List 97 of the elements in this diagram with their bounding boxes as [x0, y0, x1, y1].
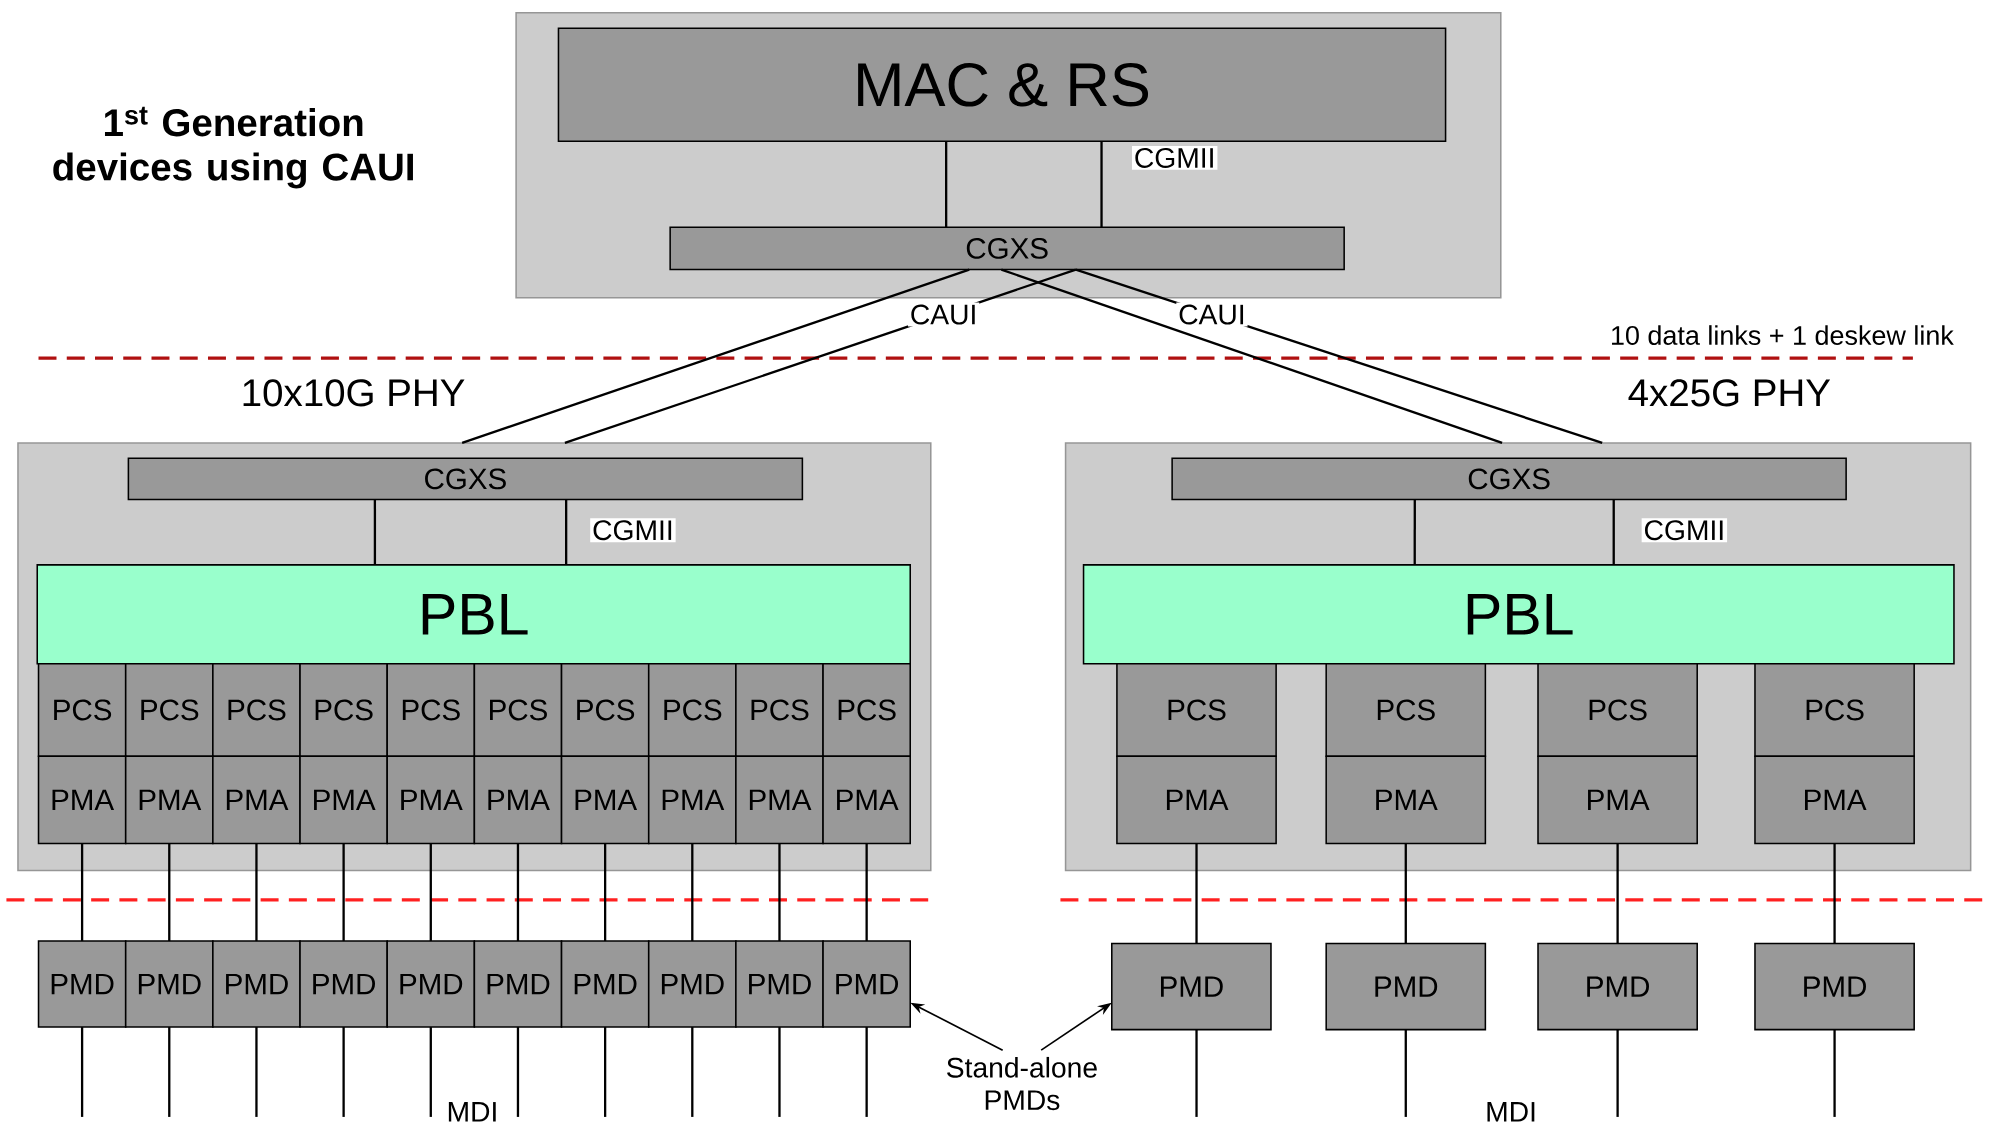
sublayer-box: PCS — [473, 662, 563, 757]
connector-line — [255, 843, 258, 941]
sublayer-box: PCS — [1537, 662, 1698, 757]
connector-line — [865, 1026, 868, 1117]
sublayer-box: PMA — [1537, 755, 1698, 845]
connector-line — [691, 1026, 694, 1117]
sublayer-box: PMA — [124, 755, 214, 845]
edge-label: CAUI — [1176, 302, 1248, 327]
connector-line — [1195, 1029, 1198, 1117]
sublayer-box: PCS — [1754, 662, 1915, 757]
connector-line — [1195, 843, 1198, 944]
connector-line — [603, 1026, 607, 1117]
sublayer-box: PCS — [647, 662, 737, 757]
sublayer-box: PMA — [37, 755, 127, 845]
layer-box: PBL — [1082, 564, 1955, 665]
sublayer-box: PMD — [647, 940, 737, 1028]
connector-line — [1612, 499, 1615, 565]
sublayer-box: PMA — [1754, 755, 1915, 845]
sublayer-box: PMD — [735, 940, 824, 1028]
annotation-text: Stand-alone PMDs — [947, 1056, 1097, 1111]
sublayer-box: PMA — [560, 755, 650, 845]
sublayer-box: PMD — [822, 940, 911, 1028]
sublayer-box: PMD — [386, 940, 476, 1028]
connector-line — [1404, 843, 1407, 944]
sublayer-box: PCS — [822, 662, 911, 757]
connector-line — [255, 1026, 258, 1117]
sublayer-box: PMD — [560, 940, 650, 1028]
connector-line — [944, 141, 948, 228]
edge-label: CGMII — [1641, 518, 1728, 543]
connector-line — [1833, 1029, 1836, 1117]
sublayer-box: PMA — [822, 755, 911, 845]
connector-line — [168, 843, 171, 941]
layer-bar: CGXS — [127, 457, 804, 501]
connector-line — [80, 843, 84, 941]
connector-line — [1616, 843, 1619, 944]
sublayer-box: PMD — [473, 940, 563, 1028]
sublayer-box: PMA — [386, 755, 476, 845]
connector-line — [1001, 268, 1503, 444]
connector-line — [373, 499, 377, 565]
sublayer-box: PMD — [124, 940, 214, 1028]
sublayer-box: PCS — [299, 662, 388, 757]
connector-line — [461, 268, 970, 444]
connector-line — [516, 1026, 520, 1117]
sublayer-box: PMA — [1116, 755, 1277, 845]
connector-line — [1833, 843, 1836, 944]
connector-line — [1100, 141, 1103, 228]
sublayer-box: PMD — [212, 940, 301, 1028]
sublayer-box: PCS — [386, 662, 476, 757]
layer-bar: CGXS — [669, 226, 1345, 271]
sublayer-box: PCS — [1325, 662, 1487, 757]
sublayer-box: PCS — [124, 662, 214, 757]
sublayer-box: PMD — [1537, 942, 1698, 1031]
connector-line — [603, 843, 607, 941]
connector-line — [168, 1026, 171, 1117]
connector-line — [516, 843, 520, 941]
sublayer-box: PMD — [299, 940, 388, 1028]
layer-box: PBL — [36, 564, 911, 665]
connector-line — [80, 1026, 84, 1117]
connector-line — [691, 843, 694, 941]
sublayer-box: PMA — [735, 755, 824, 845]
connector-line — [778, 1026, 781, 1117]
note-text: MDI — [1483, 1100, 1539, 1124]
sublayer-box: PMD — [37, 940, 127, 1028]
sublayer-box: PMA — [647, 755, 737, 845]
sublayer-box: PMD — [1111, 942, 1272, 1031]
sublayer-box: PCS — [560, 662, 650, 757]
note-text: 10 data links + 1 deskew link — [1608, 323, 1956, 347]
layer-bar: CGXS — [1171, 457, 1847, 501]
connector-line — [1616, 1029, 1619, 1117]
connector-line — [565, 499, 568, 565]
sublayer-box: PMD — [1754, 942, 1915, 1031]
sublayer-box: PCS — [735, 662, 824, 757]
sublayer-box: PCS — [1116, 662, 1277, 757]
edge-label: CGMII — [590, 518, 676, 543]
sublayer-box: PCS — [37, 662, 127, 757]
block-heading: 10x10G PHY — [243, 379, 465, 407]
title: 1$^{st}$ Generation devices using CAUI — [53, 106, 413, 189]
sublayer-box: PMD — [1325, 942, 1487, 1031]
connector-line — [342, 1026, 345, 1117]
sublayer-box: PMA — [212, 755, 301, 845]
note-text: MDI — [444, 1100, 501, 1124]
connector-line — [564, 268, 1077, 444]
sublayer-box: PMA — [473, 755, 563, 845]
connector-line — [429, 1026, 432, 1117]
connector-line — [342, 843, 345, 941]
connector-line — [1075, 268, 1603, 444]
edge-label: CAUI — [907, 302, 980, 327]
layer-box: MAC & RS — [557, 27, 1447, 142]
connector-line — [429, 843, 432, 941]
sublayer-box: PMA — [299, 755, 388, 845]
block-heading: 4x25G PHY — [1628, 379, 1831, 407]
connector-line — [1404, 1029, 1407, 1117]
connector-line — [778, 843, 781, 941]
connector-line — [1413, 499, 1416, 565]
sublayer-box: PCS — [212, 662, 301, 757]
connector-line — [865, 843, 868, 941]
sublayer-box: PMA — [1325, 755, 1487, 845]
